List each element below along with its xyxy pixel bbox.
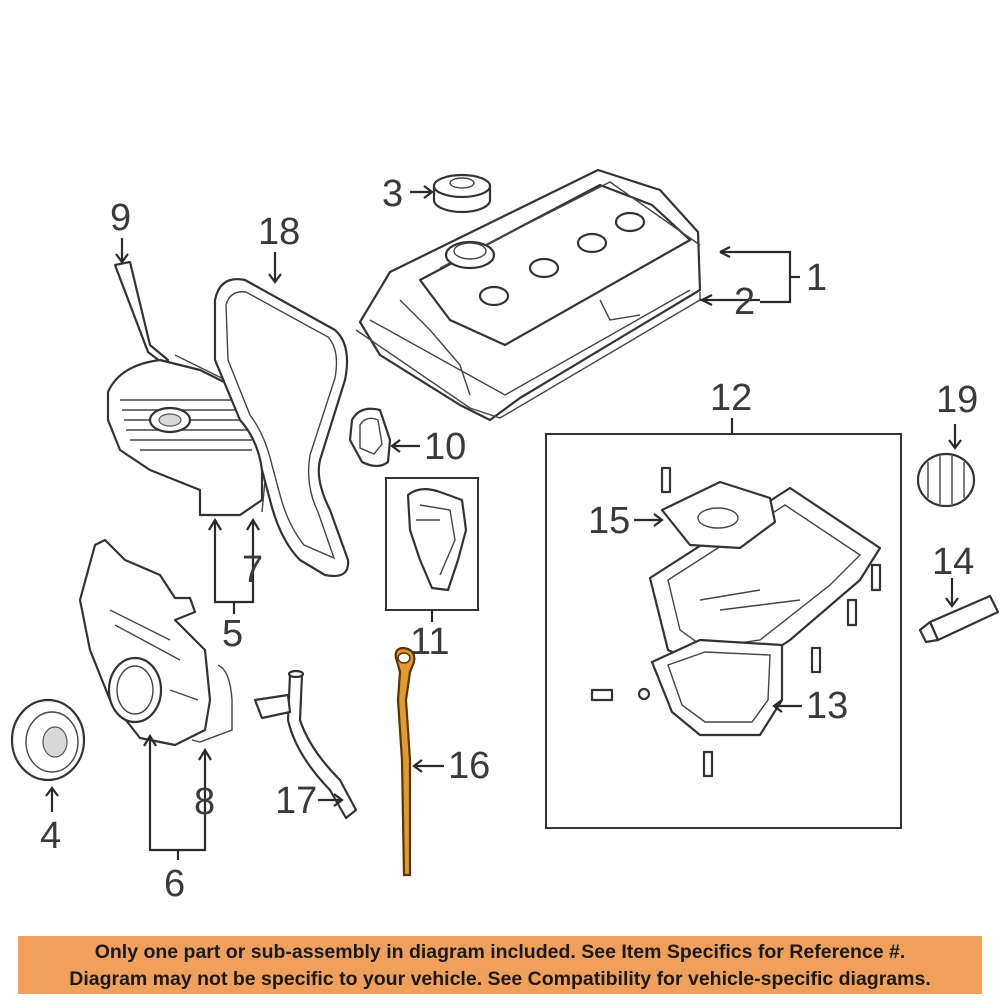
callout-10: 10 [424, 426, 466, 468]
callout-11: 11 [410, 621, 449, 663]
timing-belt [213, 278, 350, 578]
leader-18 [268, 252, 282, 284]
gasket-10 [348, 407, 392, 468]
disclaimer-banner: Only one part or sub-assembly in diagram… [18, 936, 982, 994]
leader-19 [948, 424, 962, 450]
arrow-7 [246, 517, 260, 531]
arrow-1 [719, 246, 731, 258]
callout-9: 9 [110, 197, 131, 239]
leader-17 [318, 793, 344, 807]
callout-17: 17 [275, 780, 317, 822]
timing-cover-lower [78, 538, 212, 747]
leader-3 [410, 185, 434, 199]
leader-16 [412, 759, 444, 773]
callout-4: 4 [40, 815, 61, 857]
disclaimer-line-1: Only one part or sub-assembly in diagram… [94, 941, 906, 963]
timing-cover-gasket [191, 664, 233, 743]
leader-13 [772, 699, 802, 713]
oil-dipstick-highlighted [394, 646, 416, 877]
callout-12: 12 [710, 377, 752, 419]
leader-10 [390, 439, 420, 453]
oil-filter [916, 452, 976, 508]
callout-14: 14 [932, 541, 974, 583]
sealant-tube [918, 594, 1000, 644]
crank-pulley [10, 698, 86, 782]
callout-3: 3 [382, 173, 403, 215]
oil-pump-cover [660, 480, 777, 550]
arrow-2 [701, 294, 713, 306]
oil-filler-cap [432, 173, 492, 214]
callout-1: 1 [806, 257, 827, 299]
box-12 [545, 433, 902, 829]
oil-pan-lower [650, 638, 784, 737]
arrow-6a [143, 733, 157, 747]
arrow-8 [198, 747, 212, 761]
callout-5: 5 [222, 613, 243, 655]
parts-diagram: 1 2 3 9 7 5 18 10 11 [10, 168, 1000, 905]
callout-8: 8 [194, 781, 215, 823]
pan-bolts [590, 466, 882, 778]
callout-19: 19 [936, 379, 978, 421]
leader-9 [115, 238, 129, 264]
callout-6: 6 [164, 863, 185, 905]
timing-cover-upper [106, 260, 269, 517]
callout-2: 2 [734, 281, 755, 323]
valve-cover [358, 168, 702, 422]
box-11 [385, 477, 479, 611]
dipstick-tube [253, 669, 358, 820]
leader-14 [945, 578, 959, 608]
callout-15: 15 [588, 500, 630, 542]
arrow-5a [208, 517, 222, 531]
leader-4 [45, 786, 59, 812]
callout-7: 7 [242, 549, 263, 591]
leader-15 [634, 513, 664, 527]
disclaimer-line-2: Diagram may not be specific to your vehi… [69, 968, 931, 990]
callout-18: 18 [258, 211, 300, 253]
valve-cover-gasket [355, 292, 701, 419]
callout-16: 16 [448, 745, 490, 787]
callout-13: 13 [806, 685, 848, 727]
